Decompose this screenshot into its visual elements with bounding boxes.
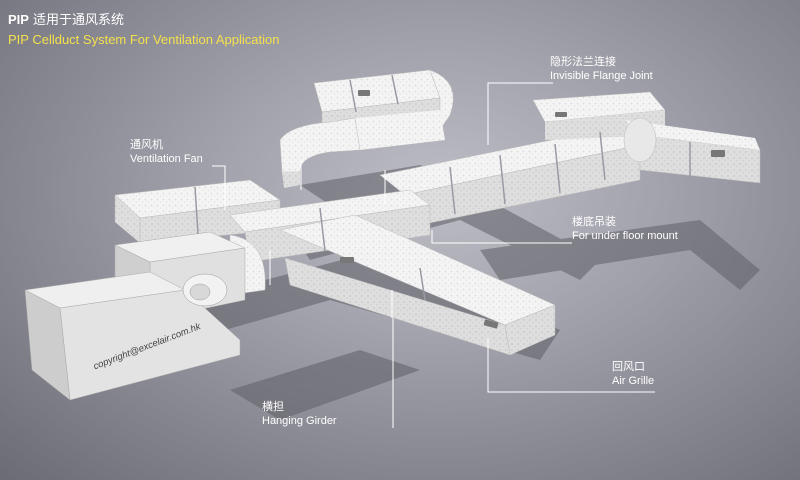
label-ventilation-fan: 通风机 Ventilation Fan bbox=[130, 138, 203, 166]
label-air-grille: 回风口 Air Grille bbox=[612, 360, 654, 388]
label-flange-en: Invisible Flange Joint bbox=[550, 70, 653, 82]
lower-branch-duct bbox=[279, 214, 556, 356]
leader-lines bbox=[212, 82, 655, 428]
label-hanging-girder: 横担 Hanging Girder bbox=[262, 400, 337, 428]
label-fan-en: Ventilation Fan bbox=[130, 153, 203, 165]
ventilation-fan bbox=[24, 231, 246, 401]
label-flange-cn: 隐形法兰连接 bbox=[550, 55, 616, 68]
title-english: PIP Cellduct System For Ventilation Appl… bbox=[8, 32, 280, 47]
label-girder-cn: 横担 bbox=[262, 400, 284, 413]
upper-branch-duct bbox=[279, 69, 454, 188]
right-branch-duct bbox=[379, 91, 761, 229]
label-floor-cn: 楼底吊装 bbox=[572, 215, 616, 228]
label-grille-en: Air Grille bbox=[612, 375, 655, 387]
title-cn-text: 适用于通风系统 bbox=[32, 13, 124, 28]
label-fan-cn: 通风机 bbox=[130, 138, 163, 151]
label-grille-cn: 回风口 bbox=[612, 360, 645, 373]
label-invisible-flange-joint: 隐形法兰连接 Invisible Flange Joint bbox=[550, 55, 653, 83]
flange-joints bbox=[194, 74, 691, 301]
title-prefix: PIP bbox=[8, 12, 29, 27]
label-under-floor-mount: 楼底吊装 For under floor mount bbox=[572, 215, 678, 243]
hanging-girders bbox=[269, 160, 393, 318]
label-floor-en: For under floor mount bbox=[572, 230, 678, 242]
label-girder-en: Hanging Girder bbox=[262, 415, 337, 427]
